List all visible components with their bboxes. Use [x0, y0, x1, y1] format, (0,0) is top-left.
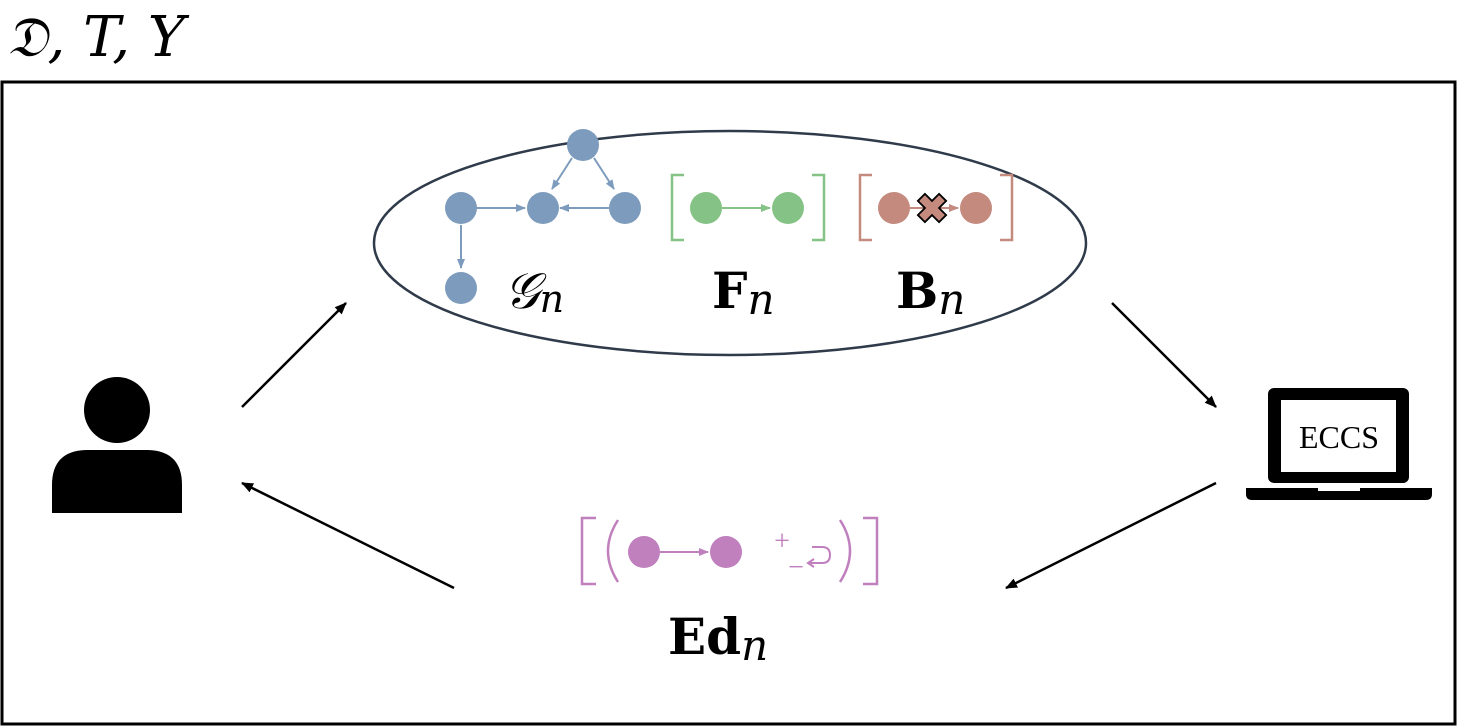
swap-icon	[810, 546, 832, 564]
arrow-system-to-edits	[1005, 481, 1217, 590]
blocked-cross-icon	[916, 192, 948, 224]
edits-label: Edn	[668, 607, 768, 670]
arrow-knowledge-to-system	[1111, 302, 1217, 408]
edit-node	[628, 536, 660, 568]
causal-graph	[445, 129, 641, 304]
arrow-user-to-knowledge	[241, 302, 347, 408]
graph-node	[609, 192, 641, 224]
forbidden-node	[690, 192, 722, 224]
blocked-label: Bn	[896, 261, 965, 324]
header-variables: 𝔇, T, Y	[6, 5, 185, 70]
knowledge-ellipse	[372, 129, 1088, 357]
blocked-node	[960, 192, 992, 224]
edit-suggestions: + −	[580, 516, 879, 586]
edit-node	[710, 536, 742, 568]
graph-node	[567, 129, 599, 161]
graph-node	[445, 272, 477, 304]
arrow-edits-to-user	[241, 481, 455, 590]
plus-sign: +	[774, 526, 790, 557]
graph-node	[445, 192, 477, 224]
graph-label: 𝒢n	[504, 262, 564, 321]
laptop-icon	[1246, 388, 1432, 500]
outer-frame	[0, 80, 1457, 726]
blocked-node	[878, 192, 910, 224]
forbidden-label: Fn	[712, 261, 775, 324]
forbidden-edges	[670, 173, 826, 242]
user-icon	[52, 377, 182, 513]
system-label: ECCS	[1299, 419, 1379, 455]
minus-sign: −	[788, 552, 804, 583]
graph-node	[527, 192, 559, 224]
forbidden-node	[772, 192, 804, 224]
blocked-edges	[858, 173, 1014, 242]
